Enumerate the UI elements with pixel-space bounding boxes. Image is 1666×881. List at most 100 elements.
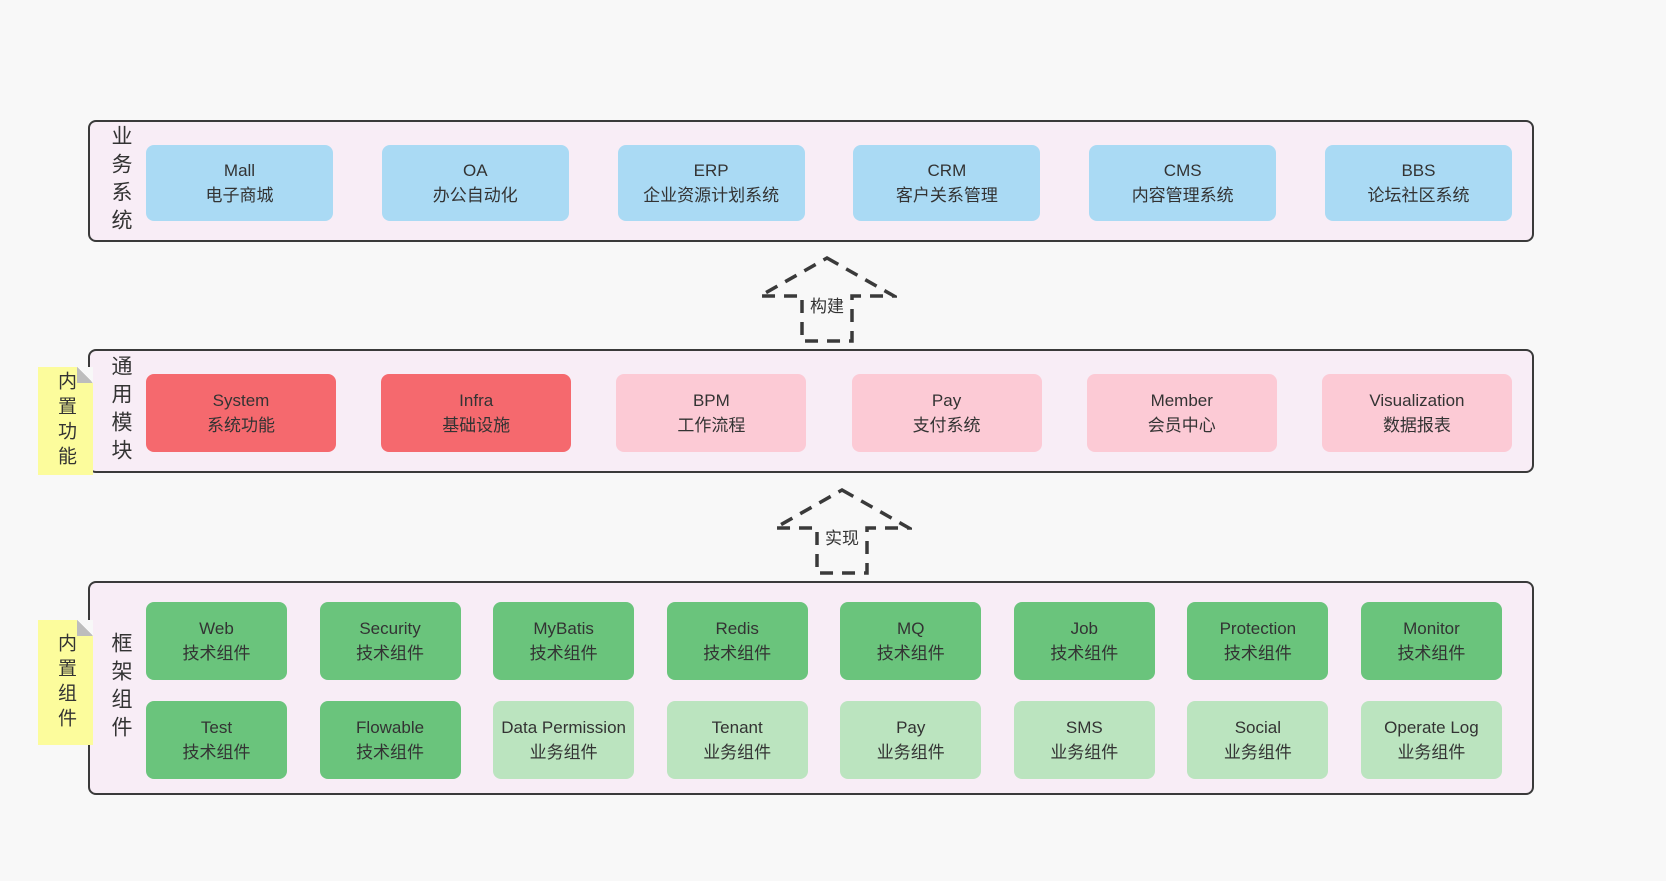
module-box-subtitle: 支付系统 (912, 416, 981, 435)
module-box-subtitle: 技术组件 (1397, 644, 1466, 663)
module-box-mybatis: MyBatis 技术组件 (493, 602, 635, 680)
module-box-subtitle: 企业资源计划系统 (643, 186, 780, 205)
module-box-oa: OA 办公自动化 (381, 145, 569, 221)
module-box-subtitle: 技术组件 (876, 644, 945, 663)
module-box-subtitle: 会员中心 (1147, 416, 1216, 435)
module-box-member: Member 会员中心 (1086, 374, 1277, 452)
module-box-subtitle: 内容管理系统 (1131, 186, 1234, 205)
module-box-subtitle: 技术组件 (703, 644, 772, 663)
module-box-title: Monitor (1403, 618, 1460, 638)
module-box-title: Redis (715, 618, 759, 638)
module-box-title: Pay (896, 717, 926, 737)
implement-arrow: 实现 (772, 487, 912, 577)
module-box-infra: Infra 基础设施 (381, 374, 572, 452)
module-box-subtitle: 业务组件 (1050, 743, 1119, 762)
module-box-bbs: BBS 论坛社区系统 (1324, 145, 1512, 221)
layer-modules-label: 通用模块 (109, 355, 132, 467)
sticky-note-text: 内置功能 (55, 371, 76, 471)
module-box-tenant: Tenant 业务组件 (666, 701, 808, 779)
module-box-crm: CRM 客户关系管理 (853, 145, 1041, 221)
build-arrow: 构建 (757, 255, 897, 345)
up-arrow-icon (757, 255, 897, 343)
folded-corner-icon (77, 367, 93, 383)
module-box-title: ERP (693, 160, 729, 180)
module-box-job: Job 技术组件 (1013, 602, 1155, 680)
module-box-erp: ERP 企业资源计划系统 (617, 145, 805, 221)
module-box-security: Security 技术组件 (319, 602, 461, 680)
implement-arrow-label: 实现 (821, 523, 863, 550)
module-box-title: System (212, 390, 270, 410)
module-box-title: SMS (1065, 717, 1103, 737)
module-box-subtitle: 客户关系管理 (895, 186, 998, 205)
module-box-subtitle: 技术组件 (1223, 644, 1292, 663)
module-box-title: OA (463, 160, 488, 180)
module-box-subtitle: 办公自动化 (432, 186, 518, 205)
module-box-title: BPM (692, 390, 730, 410)
module-box-subtitle: 技术组件 (182, 743, 251, 762)
module-box-operate-log: Operate Log 业务组件 (1360, 701, 1502, 779)
module-box-title: Protection (1219, 618, 1297, 638)
module-box-subtitle: 业务组件 (703, 743, 772, 762)
module-box-cms: CMS 内容管理系统 (1089, 145, 1277, 221)
module-box-protection: Protection 技术组件 (1187, 602, 1329, 680)
module-box-title: Member (1150, 390, 1213, 410)
module-box-subtitle: 技术组件 (356, 644, 425, 663)
sticky-note-built-in-functions: 内置功能 (38, 367, 93, 475)
module-box-subtitle: 工作流程 (677, 416, 746, 435)
module-box-title: Operate Log (1384, 717, 1479, 737)
module-box-title: Infra (459, 390, 494, 410)
module-box-title: Social (1234, 717, 1282, 737)
module-box-subtitle: 技术组件 (1050, 644, 1119, 663)
module-box-subtitle: 系统功能 (207, 416, 275, 435)
module-box-subtitle: 数据报表 (1382, 416, 1451, 435)
module-box-system: System 系统功能 (146, 374, 336, 452)
module-box-subtitle: 基础设施 (442, 416, 511, 435)
module-box-subtitle: 业务组件 (529, 743, 598, 762)
module-box-title: CRM (927, 160, 967, 180)
module-box-title: Mall (223, 160, 256, 180)
module-box-title: Web (199, 618, 234, 638)
module-box-title: CMS (1163, 160, 1202, 180)
module-box-subtitle: 业务组件 (1397, 743, 1466, 762)
layer-components-label: 框架组件 (109, 632, 132, 744)
module-box-subtitle: 业务组件 (876, 743, 945, 762)
module-box-visualization: Visualization 数据报表 (1321, 374, 1512, 452)
layer-business-label: 业务系统 (109, 125, 132, 237)
module-box-mq: MQ 技术组件 (840, 602, 982, 680)
build-arrow-label: 构建 (806, 291, 848, 318)
module-box-title: MQ (897, 618, 925, 638)
module-box-subtitle: 论坛社区系统 (1367, 186, 1470, 205)
module-box-redis: Redis 技术组件 (666, 602, 808, 680)
module-box-title: Flowable (356, 717, 425, 737)
module-box-subtitle: 技术组件 (529, 644, 598, 663)
module-box-data-permission: Data Permission 业务组件 (493, 701, 635, 779)
up-arrow-icon (772, 487, 912, 575)
module-box-title: Job (1070, 618, 1099, 638)
module-box-subtitle: 电子商城 (205, 186, 274, 205)
module-box-title: BBS (1401, 160, 1436, 180)
sticky-note-text: 内置组件 (55, 632, 76, 733)
module-box-mall: Mall 电子商城 (146, 145, 333, 221)
folded-corner-icon (77, 620, 93, 636)
sticky-note-built-in-components: 内置组件 (38, 620, 93, 745)
module-box-title: Security (359, 618, 421, 638)
module-box-pay: Pay 业务组件 (840, 701, 982, 779)
layer-business-systems: 业务系统 Mall 电子商城 OA 办公自动化 ERP 企业资源计划系统 CRM 客户关系管理… (88, 120, 1534, 242)
module-box-title: Data Permission (501, 717, 626, 737)
module-box-title: Tenant (711, 717, 763, 737)
module-box-monitor: Monitor 技术组件 (1360, 602, 1502, 680)
module-box-title: MyBatis (533, 618, 594, 638)
module-box-bpm: BPM 工作流程 (616, 374, 807, 452)
module-box-subtitle: 技术组件 (182, 644, 251, 663)
module-box-title: Visualization (1369, 390, 1465, 410)
